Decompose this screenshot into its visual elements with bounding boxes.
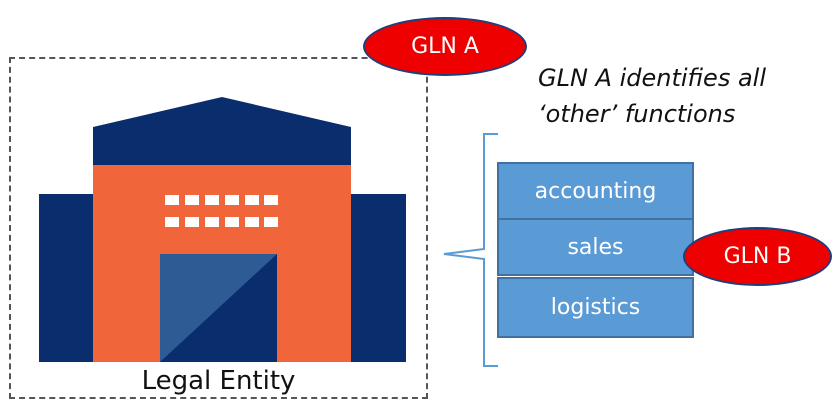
- building-door: [160, 254, 277, 362]
- caption: GLN A identifies all ‘other’ functions: [538, 60, 828, 132]
- legal-entity-box: [9, 57, 428, 399]
- function-sales: sales: [497, 218, 694, 276]
- function-accounting: accounting: [497, 162, 694, 220]
- gln-a-label: GLN A: [411, 34, 479, 59]
- function-label: sales: [567, 234, 624, 260]
- bracket-connector: [443, 133, 498, 367]
- function-label: logistics: [550, 295, 641, 320]
- caption-line-2: ‘other’ functions: [538, 100, 736, 128]
- caption-line-1: GLN A identifies all: [538, 64, 766, 92]
- function-label: accounting: [534, 178, 657, 204]
- building-roof: [93, 97, 351, 166]
- legal-entity-label: Legal Entity: [141, 366, 296, 396]
- building-left-wing: [39, 194, 94, 362]
- gln-b-oval: GLN B: [683, 227, 832, 286]
- building-windows: [165, 195, 278, 233]
- function-logistics: logistics: [497, 277, 694, 338]
- building-right-wing: [351, 194, 406, 362]
- gln-b-label: GLN B: [723, 244, 792, 269]
- gln-a-oval: GLN A: [363, 17, 527, 76]
